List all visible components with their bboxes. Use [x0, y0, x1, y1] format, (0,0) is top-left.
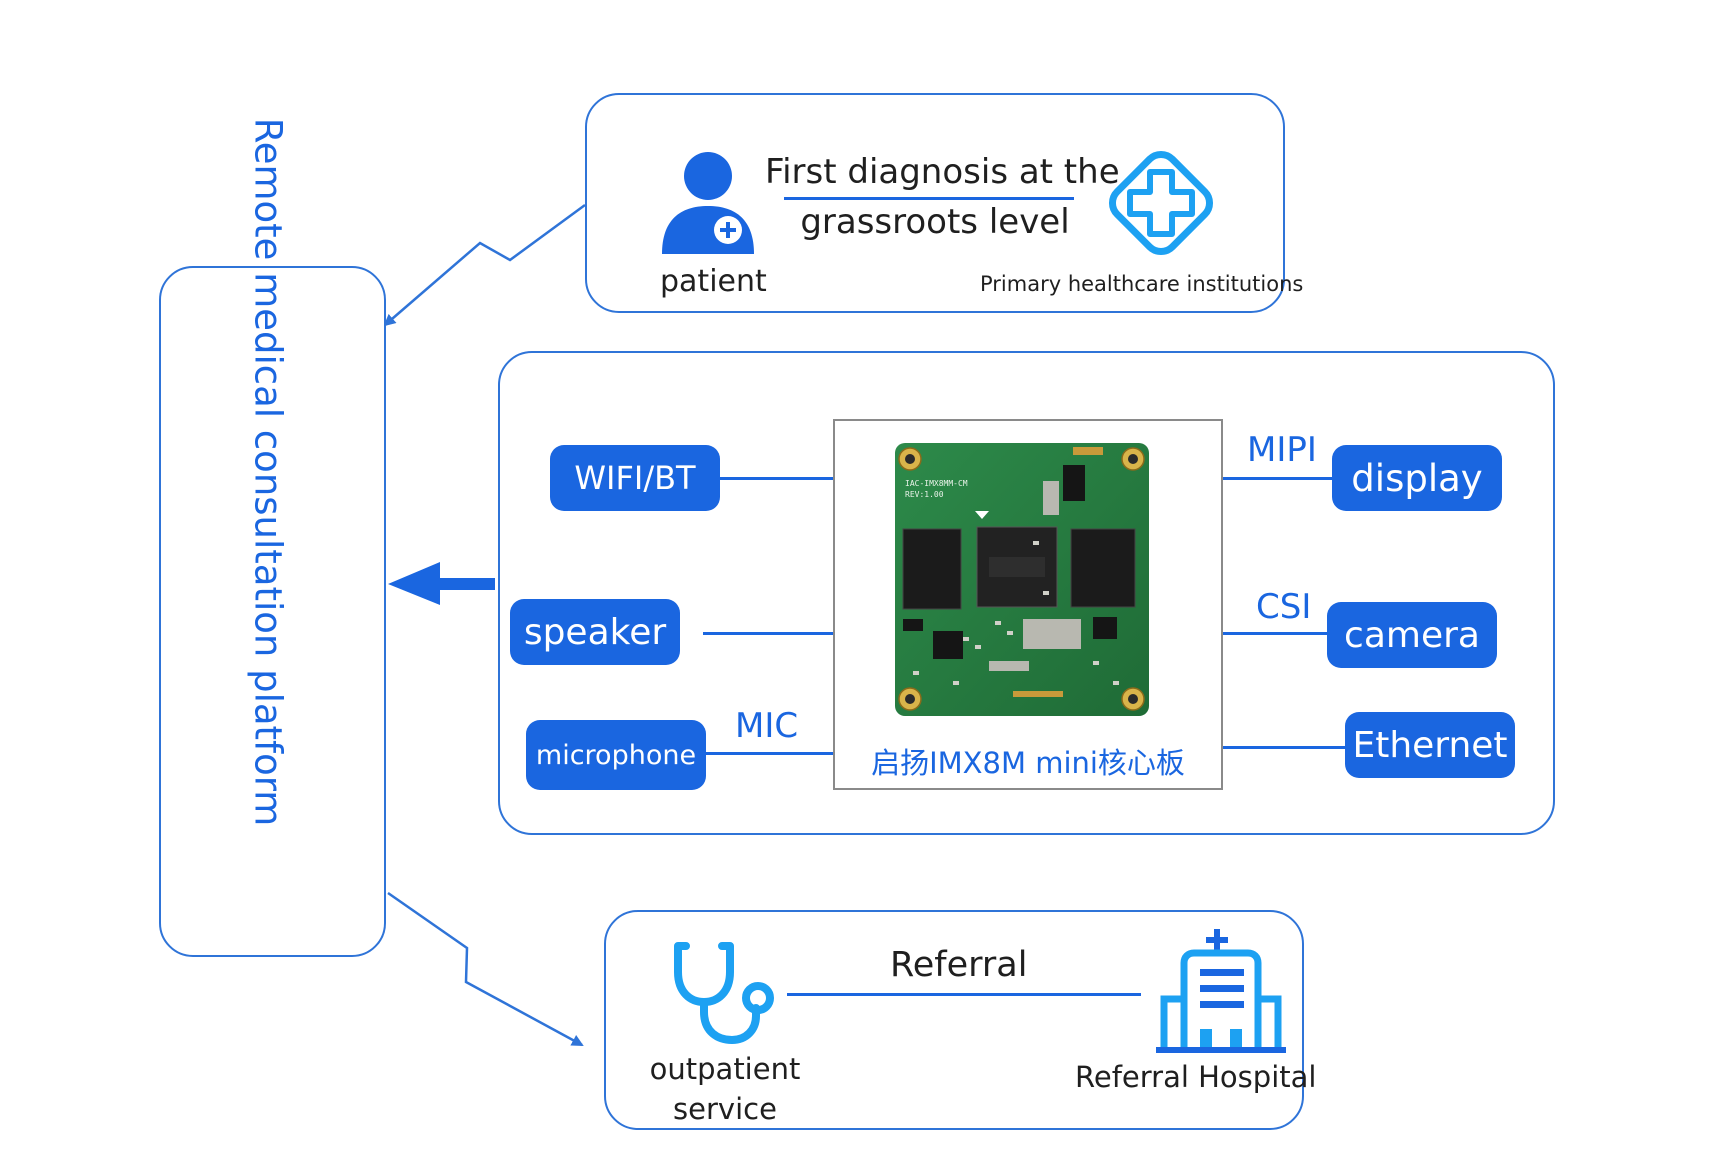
- diagnosis-title-line2: grassroots level: [800, 202, 1070, 242]
- module-speaker: speaker: [510, 599, 680, 665]
- arrow-core-to-platform: [388, 562, 495, 605]
- institution-label: Primary healthcare institutions: [980, 272, 1304, 296]
- patient-icon: [662, 152, 754, 254]
- arrow-grassroots-to-platform: [383, 203, 586, 327]
- outpatient-line1: outpatient: [649, 1052, 801, 1086]
- board-caption: 启扬IMX8M mini核心板: [871, 746, 1185, 780]
- hospital-icon: [1156, 929, 1286, 1053]
- line-speaker: [703, 632, 834, 635]
- module-wifi-bt: WIFI/BT: [550, 445, 720, 511]
- diagnosis-underline: [784, 197, 1074, 200]
- referral-label: Referral: [890, 945, 1028, 985]
- module-camera: camera: [1327, 602, 1497, 668]
- svg-text:IAC-IMX8MM-CM: IAC-IMX8MM-CM: [905, 479, 968, 488]
- patient-label: patient: [660, 264, 767, 299]
- outpatient-line2: service: [673, 1092, 777, 1126]
- diagnosis-title-line1: First diagnosis at the: [765, 152, 1120, 192]
- line-camera: [1222, 632, 1328, 635]
- line-display: [1222, 477, 1334, 480]
- line-microphone: [704, 752, 834, 755]
- referral-line: [787, 993, 1141, 996]
- core-board-photo: IAC-IMX8MM-CM REV:1.00: [895, 443, 1149, 716]
- arrow-platform-to-referral: [387, 891, 584, 1047]
- module-display: display: [1332, 445, 1502, 511]
- platform-label: Remote medical consultation platform: [246, 117, 290, 827]
- svg-text:REV:1.00: REV:1.00: [905, 490, 944, 499]
- medical-cross-icon: [1108, 150, 1214, 256]
- grassroots-box: [585, 93, 1285, 313]
- interface-mic: MIC: [735, 706, 799, 746]
- module-microphone: microphone: [526, 720, 706, 790]
- interface-csi: CSI: [1256, 587, 1312, 627]
- line-ethernet: [1222, 746, 1346, 749]
- module-ethernet: Ethernet: [1345, 712, 1515, 778]
- stethoscope-icon: [674, 942, 774, 1044]
- line-wifi: [718, 477, 834, 480]
- interface-mipi: MIPI: [1247, 430, 1317, 470]
- platform-box: [159, 266, 386, 957]
- hospital-label: Referral Hospital: [1075, 1060, 1317, 1094]
